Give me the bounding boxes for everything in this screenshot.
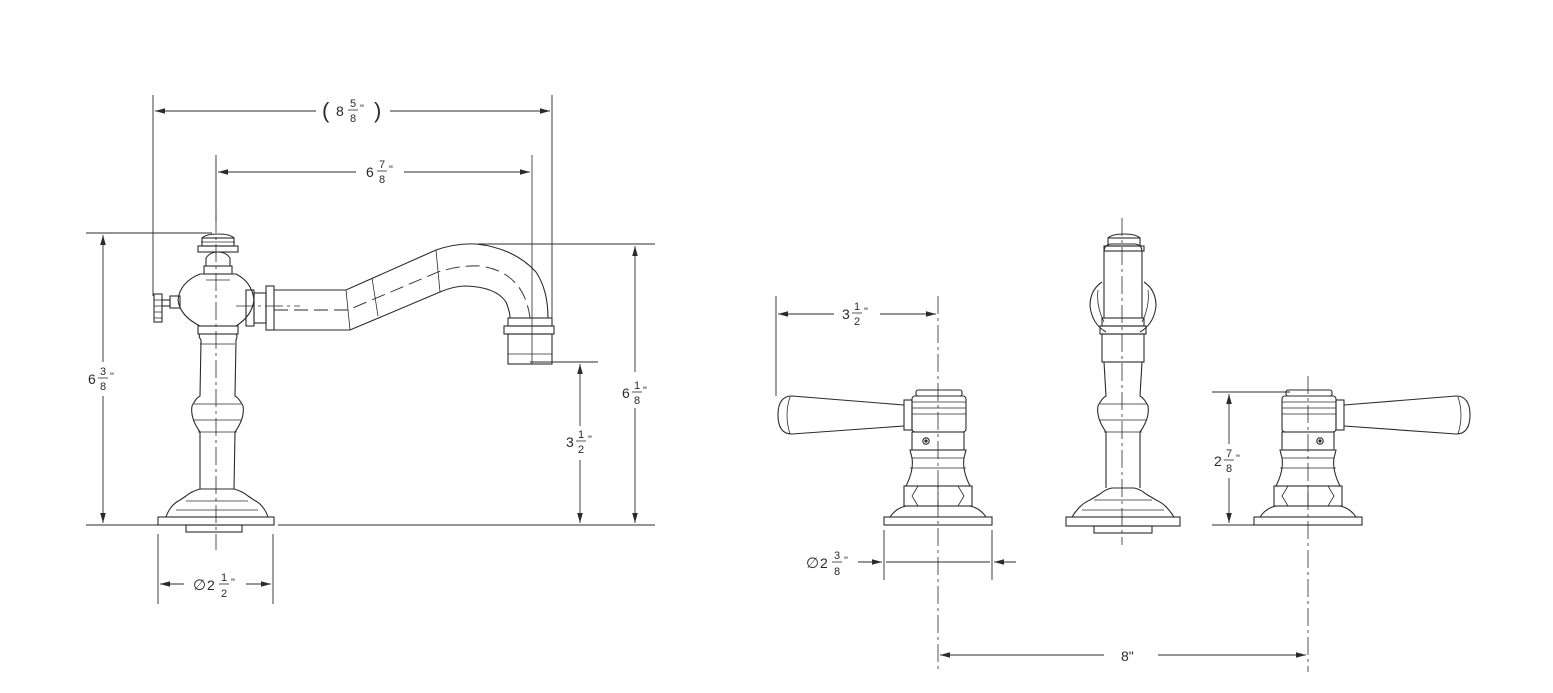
left-handle: [777, 389, 993, 526]
svg-text:8: 8: [634, 395, 640, 407]
dimension-overall-reach: ( 8 5 8 " ): [155, 98, 550, 125]
svg-text:6: 6: [88, 371, 96, 387]
svg-text:8: 8: [100, 381, 106, 393]
svg-text:2: 2: [820, 555, 828, 571]
dimension-spout-base-diameter: ∅ 2 1 2 ": [160, 572, 271, 600]
svg-text:2: 2: [578, 444, 584, 456]
svg-text:8: 8: [834, 566, 840, 578]
front-view: 3 1 2 " ∅ 2 3 8 " 2 7 8 ": [775, 218, 1471, 672]
svg-text:1: 1: [854, 301, 860, 313]
svg-text:∅: ∅: [806, 555, 819, 572]
dimension-center-spread: 8": [940, 648, 1306, 664]
dimension-overall-height: 6 3 8 ": [88, 235, 114, 523]
svg-text:8: 8: [1226, 463, 1232, 475]
svg-text:6: 6: [622, 385, 630, 401]
spout-tube: [245, 243, 555, 365]
svg-text:8: 8: [379, 174, 385, 186]
paren-open: (: [322, 98, 330, 123]
svg-text:7: 7: [1226, 448, 1232, 460]
svg-text:2: 2: [207, 577, 215, 593]
svg-text:1: 1: [221, 572, 227, 584]
svg-text:3: 3: [834, 550, 840, 562]
svg-text:2: 2: [854, 316, 860, 328]
svg-text:8: 8: [336, 103, 344, 119]
svg-text:": ": [1236, 453, 1240, 465]
svg-text:3: 3: [566, 434, 574, 450]
side-view: ( 8 5 8 " ) 6 7 8 " 6 3 8 ": [86, 95, 655, 604]
svg-text:": ": [389, 164, 393, 176]
side-knob: [153, 293, 181, 323]
svg-text:6: 6: [366, 164, 374, 180]
dimension-spout-height: 6 1 8 ": [622, 246, 647, 523]
dimension-handle-reach: 3 1 2 ": [778, 301, 936, 328]
svg-text:5: 5: [350, 98, 356, 110]
right-handle: [1253, 389, 1471, 526]
dimension-spout-clearance: 3 1 2 ": [566, 364, 592, 523]
svg-text:": ": [588, 434, 592, 446]
spout-body: [177, 233, 255, 335]
svg-text:": ": [844, 555, 848, 567]
paren-close: ): [374, 98, 381, 123]
svg-text:8: 8: [350, 113, 356, 125]
svg-text:": ": [110, 371, 114, 383]
svg-text:": ": [643, 385, 647, 397]
svg-text:": ": [360, 103, 364, 115]
svg-text:3: 3: [842, 306, 850, 322]
svg-text:∅: ∅: [193, 577, 206, 594]
svg-text:1: 1: [578, 429, 584, 441]
svg-text:1: 1: [634, 380, 640, 392]
center-spout: [1065, 233, 1181, 534]
dimension-handle-height: 2 7 8 ": [1214, 394, 1240, 523]
dimension-handle-base-diameter: ∅ 2 3 8 ": [806, 550, 1016, 578]
svg-text:": ": [864, 306, 868, 318]
spout-column: [191, 333, 244, 490]
svg-text:3: 3: [100, 366, 106, 378]
svg-text:7: 7: [379, 159, 385, 171]
svg-text:2: 2: [1214, 453, 1222, 469]
svg-text:": ": [231, 577, 235, 589]
svg-text:8": 8": [1121, 648, 1134, 664]
svg-text:2: 2: [221, 588, 227, 600]
dimension-spout-reach: 6 7 8 ": [218, 159, 530, 186]
